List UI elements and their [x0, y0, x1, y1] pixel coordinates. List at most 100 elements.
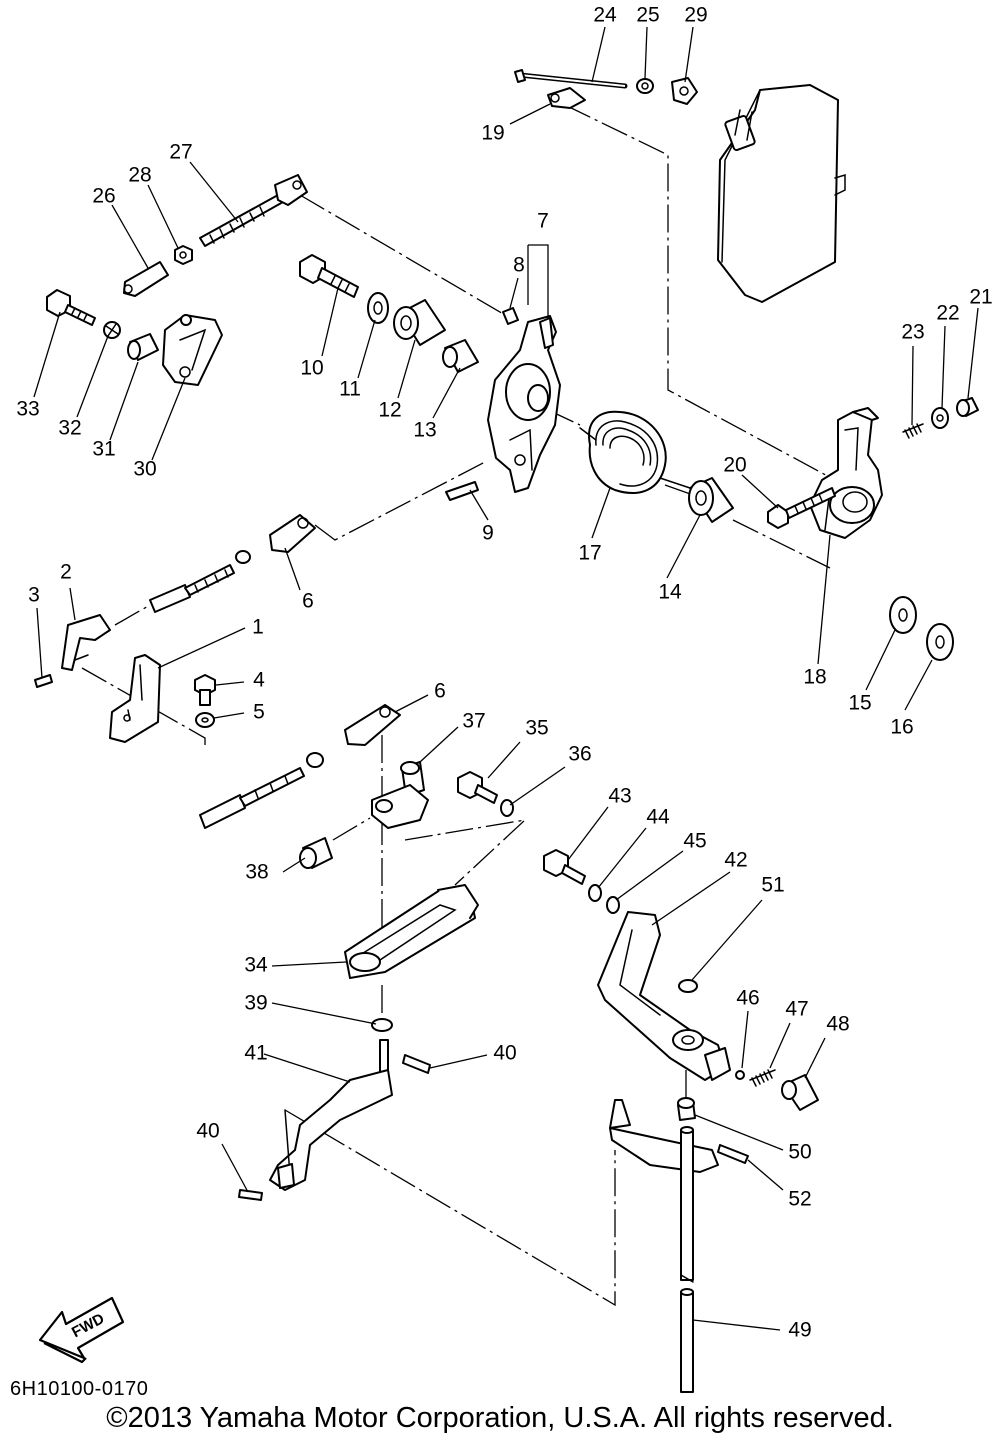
- callout-30: 30: [133, 458, 156, 481]
- part-41-shift-rod-lever: [269, 1039, 393, 1191]
- part-24-rod: [514, 69, 628, 89]
- callout-38: 38: [245, 861, 268, 884]
- callout-19: 19: [481, 122, 504, 145]
- callout-21: 21: [969, 286, 992, 309]
- part-32-washer: [103, 321, 121, 339]
- part-46-ball: [735, 1070, 745, 1080]
- part-23-spring: [902, 423, 924, 439]
- callout-35: 35: [525, 717, 548, 740]
- callout-49: 49: [788, 1319, 811, 1342]
- part-9-clip: [445, 481, 479, 501]
- callout-48: 48: [826, 1013, 849, 1036]
- part-28-nut: [174, 245, 193, 265]
- part-45-washer: [606, 896, 620, 914]
- callout-7: 7: [537, 210, 549, 233]
- part-27-rod: [199, 174, 308, 247]
- callout-2: 2: [60, 561, 72, 584]
- callout-28: 28: [128, 164, 151, 187]
- callout-10: 10: [300, 357, 323, 380]
- callout-25: 25: [636, 4, 659, 27]
- part-10-bolt: [299, 254, 359, 298]
- part-1-bracket: [109, 654, 161, 743]
- leader-lines: [33, 26, 979, 1331]
- part-throttle-cable-upper: [149, 550, 251, 613]
- callout-31: 31: [92, 438, 115, 461]
- part-33-bolt: [46, 289, 96, 326]
- callout-5: 5: [253, 701, 265, 724]
- callout-50: 50: [788, 1141, 811, 1164]
- callout-40-right: 40: [493, 1042, 516, 1065]
- callout-13: 13: [413, 419, 436, 442]
- part-13-collar: [442, 339, 479, 373]
- callout-42: 42: [724, 849, 747, 872]
- callout-22: 22: [936, 302, 959, 325]
- callout-8: 8: [513, 254, 525, 277]
- part-49-shift-rod: [609, 1099, 719, 1393]
- callout-46: 46: [736, 987, 759, 1010]
- part-22-nut: [931, 407, 949, 429]
- callout-37: 37: [462, 710, 485, 733]
- callout-27: 27: [169, 141, 192, 164]
- assembly-lines: [81, 104, 836, 1307]
- part-16-washer: [926, 623, 954, 661]
- part-44-washer: [588, 884, 602, 902]
- callout-labels: 1 2 3 4 5 6 6 7 8 9 10 11 12 13 14 15 16…: [16, 4, 992, 1342]
- part-6-joint-lower: [344, 704, 401, 746]
- callout-29: 29: [684, 4, 707, 27]
- callout-40-left: 40: [196, 1120, 219, 1143]
- part-43-bolt: [543, 849, 586, 885]
- callout-45: 45: [683, 830, 706, 853]
- callout-39: 39: [244, 992, 267, 1015]
- part-12-bushing: [393, 299, 446, 346]
- callout-14: 14: [658, 581, 682, 604]
- callout-18: 18: [803, 666, 826, 689]
- part-34-shift-lever: [344, 884, 479, 979]
- part-17-spring: [579, 410, 691, 494]
- callout-3: 3: [28, 584, 40, 607]
- part-38-grommet: [299, 837, 333, 869]
- callout-1: 1: [252, 616, 264, 639]
- part-42-shift-lever: [597, 911, 731, 1081]
- part-18-throttle-arm: [809, 407, 883, 539]
- callout-11: 11: [339, 378, 361, 401]
- part-47-spring: [749, 1069, 776, 1087]
- part-shift-joint: [371, 784, 429, 829]
- part-35-bolt: [457, 771, 498, 804]
- part-52-clip: [717, 1144, 749, 1164]
- part-2-bracket: [61, 614, 111, 671]
- callout-6-lower: 6: [434, 680, 446, 703]
- part-48-plug: [781, 1074, 819, 1111]
- part-31-collar: [127, 333, 159, 361]
- part-4-bolt: [194, 674, 216, 706]
- part-40-clip-lower: [238, 1189, 263, 1201]
- part-50-collar: [677, 1097, 696, 1121]
- callout-16: 16: [890, 716, 913, 739]
- callout-43: 43: [608, 785, 631, 808]
- callout-52: 52: [788, 1188, 811, 1211]
- part-30-lever: [162, 314, 223, 386]
- callout-33: 33: [16, 398, 39, 421]
- part-21-cap: [956, 397, 979, 417]
- callout-44: 44: [646, 806, 670, 829]
- part-36-washer: [500, 799, 514, 817]
- part-51-washer: [678, 979, 698, 993]
- part-19-clip: [547, 87, 586, 109]
- callout-34: 34: [244, 954, 268, 977]
- part-20-screw: [767, 487, 836, 529]
- part-8-pin: [502, 307, 519, 325]
- callout-15: 15: [848, 692, 871, 715]
- part-14-collar: [688, 477, 734, 523]
- part-11-washer: [367, 292, 389, 324]
- part-6-joint-upper: [269, 514, 316, 553]
- fwd-arrow-icon: FWD: [38, 1296, 125, 1364]
- callout-47: 47: [785, 998, 808, 1021]
- part-3-pin: [34, 674, 53, 688]
- copyright-notice: ©2013 Yamaha Motor Corporation, U.S.A. A…: [106, 1402, 894, 1434]
- part-26-joint: [123, 261, 169, 297]
- callout-9: 9: [482, 522, 494, 545]
- part-40-clip-upper: [402, 1054, 431, 1074]
- callout-4: 4: [253, 669, 265, 692]
- callout-26: 26: [92, 185, 115, 208]
- part-25-nut: [636, 78, 654, 94]
